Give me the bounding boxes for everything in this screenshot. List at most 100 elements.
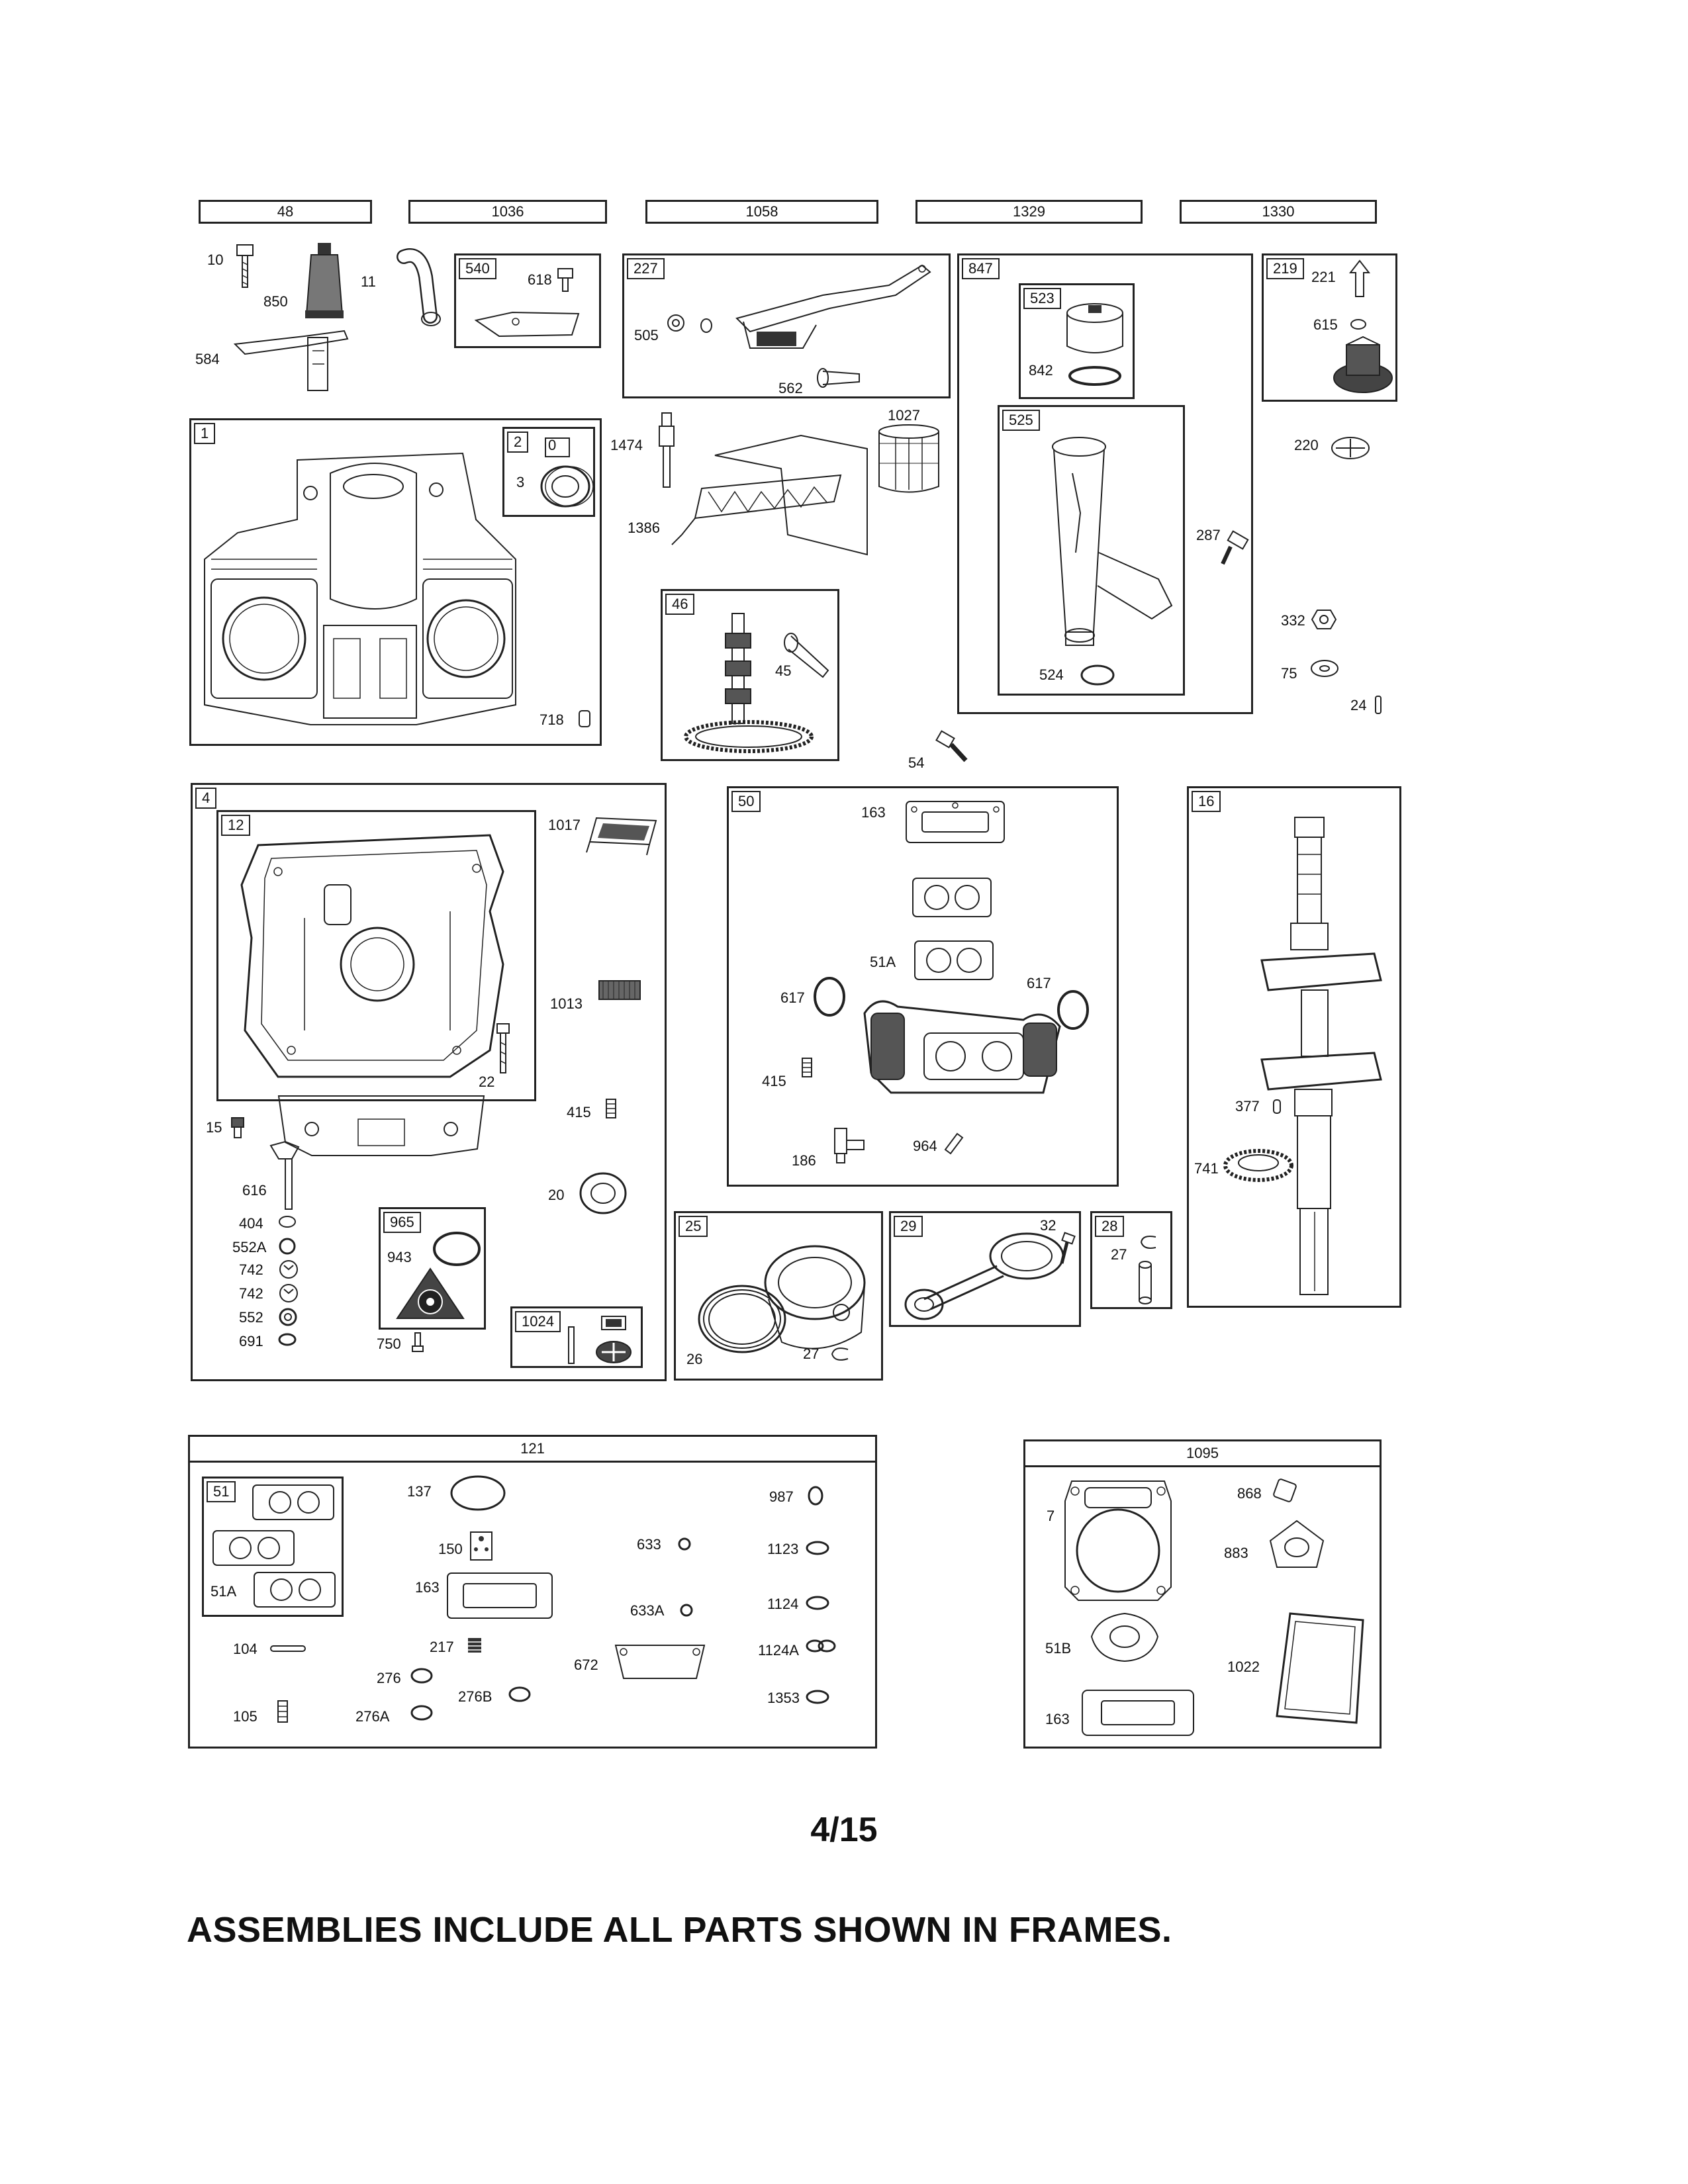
part-label: 150 — [438, 1541, 463, 1557]
o-ring-illustration — [430, 1229, 483, 1269]
part-label: 45 — [775, 662, 792, 679]
head-gasket-illustration — [1058, 1475, 1178, 1607]
key-illustration — [1272, 1098, 1282, 1115]
part-label: 552A — [232, 1239, 267, 1255]
part-label: 552 — [239, 1309, 263, 1326]
part-label: 27 — [1111, 1246, 1127, 1263]
screw-illustration — [1217, 533, 1250, 567]
frame-227: 227 505 562 — [622, 253, 951, 398]
part-label: 137 — [407, 1483, 432, 1500]
part-label: 691 — [239, 1333, 263, 1349]
frame-523: 523 842 — [1019, 283, 1135, 399]
seal-illustration — [677, 1536, 692, 1552]
part-label: 15 — [206, 1119, 222, 1136]
part-label: 415 — [762, 1073, 786, 1089]
governor-gear-illustration — [1330, 332, 1396, 398]
frame-525: 525 524 — [998, 405, 1185, 696]
oil-seal-illustration — [538, 463, 593, 510]
part-label: 24 — [1350, 697, 1367, 713]
part-label: 22 — [479, 1073, 495, 1090]
o-ring-pair-illustration — [804, 1637, 837, 1661]
plug-illustration — [1270, 1476, 1299, 1505]
part-label: 850 — [263, 293, 288, 310]
frame-id: 29 — [894, 1216, 923, 1237]
part-label: 163 — [861, 804, 886, 821]
o-ring-illustration — [408, 1703, 435, 1723]
part-label: 943 — [387, 1249, 412, 1265]
frame-4: 4 12 22 — [191, 783, 667, 1381]
part-label: 1017 — [548, 817, 581, 833]
nut-illustration — [1311, 608, 1337, 631]
part-label: 742 — [239, 1285, 263, 1302]
frame-id: 525 — [1002, 410, 1040, 431]
cover-shield-illustration — [669, 429, 880, 561]
frame-id: 523 — [1023, 288, 1061, 309]
gasket-illustration — [444, 1569, 556, 1622]
part-label: 868 — [1237, 1485, 1262, 1502]
frame-29: 29 32 — [889, 1211, 1081, 1327]
header-box-1330: 1330 — [1180, 200, 1377, 224]
part-label: 1474 — [610, 437, 643, 453]
o-ring-illustration — [810, 974, 849, 1020]
o-ring-illustration — [804, 1594, 831, 1612]
washer-illustration — [277, 1332, 297, 1347]
o-ring-illustration — [804, 1688, 831, 1706]
frame-title: 121 — [190, 1437, 875, 1463]
frame-id: 4 — [195, 788, 217, 809]
oil-filter-illustration — [872, 424, 945, 496]
part-label: 1013 — [550, 995, 583, 1012]
screen-filter-illustration — [596, 978, 643, 1002]
frame-id: 219 — [1266, 258, 1304, 279]
o-ring-illustration — [408, 1666, 435, 1686]
frame-id: 540 — [459, 258, 496, 279]
part-label: 0 — [548, 437, 557, 453]
header-box-48: 48 — [199, 200, 372, 224]
part-label: 51A — [870, 954, 896, 970]
gasket-illustration — [911, 937, 997, 983]
dipstick-cap-illustration — [1062, 300, 1128, 392]
screw-illustration — [555, 267, 575, 294]
o-ring-illustration — [448, 1473, 508, 1513]
spring-illustration — [468, 1638, 481, 1653]
intake-manifold-illustration — [851, 993, 1070, 1113]
washer-illustration — [1309, 659, 1340, 678]
shaft-pin-illustration — [657, 410, 677, 490]
part-label: 20 — [548, 1187, 565, 1203]
timing-gear-illustration — [1222, 1146, 1295, 1185]
frame-1: 1 2 0 3 — [189, 418, 602, 746]
bolt-illustration — [1056, 1233, 1076, 1266]
piston-illustration — [689, 1226, 881, 1365]
part-label: 1386 — [628, 520, 660, 536]
part-label: 104 — [233, 1641, 258, 1657]
frame-219: 219 221 615 — [1262, 253, 1397, 402]
part-label: 10 — [207, 251, 224, 268]
part-label: 51B — [1045, 1640, 1072, 1657]
washer-illustration — [277, 1214, 297, 1230]
frame-id: 847 — [962, 258, 1000, 279]
part-label: 186 — [792, 1152, 816, 1169]
camshaft-illustration — [676, 611, 808, 756]
frame-12: 12 22 — [216, 810, 536, 1101]
part-label: 505 — [634, 327, 659, 343]
frame-id: 25 — [679, 1216, 708, 1237]
part-label: 842 — [1029, 362, 1053, 379]
header-box-1329: 1329 — [915, 200, 1143, 224]
pressure-relief-illustration — [562, 1314, 635, 1367]
frame-id: 51 — [207, 1481, 236, 1502]
part-label: 32 — [1040, 1217, 1056, 1234]
part-label: 524 — [1039, 666, 1064, 683]
part-label: 54 — [908, 754, 925, 771]
valve-cover-gasket-illustration — [1270, 1607, 1370, 1733]
frame-540: 540 618 — [454, 253, 601, 348]
part-label: 276A — [355, 1708, 390, 1725]
gasket-illustration — [610, 1639, 710, 1692]
gasket-plate-illustration — [473, 307, 585, 340]
part-label: 615 — [1313, 316, 1338, 333]
frame-25: 25 26 27 — [674, 1211, 883, 1381]
governor-shaft-illustration — [265, 1139, 305, 1212]
frame-847: 847 523 842 525 524 — [957, 253, 1253, 714]
frame-965: 965 943 — [379, 1207, 486, 1330]
part-label: 1123 — [767, 1541, 799, 1557]
pin-illustration — [268, 1642, 308, 1655]
